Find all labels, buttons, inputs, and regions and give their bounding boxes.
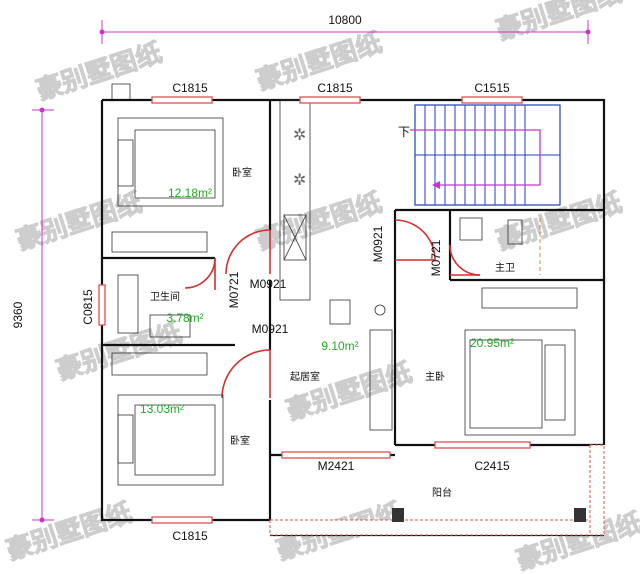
svg-text:C1515: C1515 [474, 81, 510, 95]
svg-text:M0921: M0921 [252, 322, 289, 336]
svg-text:起居室: 起居室 [290, 370, 320, 383]
svg-text:M0721: M0721 [227, 271, 241, 308]
svg-text:主卫: 主卫 [495, 262, 515, 274]
room-master-bedroom: 主卧 20.95m² [425, 336, 514, 383]
interior-walls [102, 99, 604, 455]
svg-text:阳台: 阳台 [432, 486, 452, 499]
svg-text:卧室: 卧室 [230, 434, 250, 447]
height-label: 9360 [11, 301, 25, 328]
room-balcony: 阳台 [432, 486, 452, 499]
svg-text:豪别墅图纸: 豪别墅图纸 [493, 0, 626, 47]
balcony [269, 444, 605, 536]
svg-text:卫生间: 卫生间 [150, 290, 180, 303]
plant-icons: ✲ ✲ [283, 125, 306, 261]
svg-text:✲: ✲ [293, 125, 306, 144]
svg-text:豪别墅图纸: 豪别墅图纸 [33, 37, 166, 107]
svg-text:豪别墅图纸: 豪别墅图纸 [13, 187, 146, 257]
door-bathroom: M0721 [184, 257, 241, 308]
svg-text:卧室: 卧室 [232, 166, 252, 179]
svg-text:C2415: C2415 [474, 459, 510, 473]
svg-text:豪别墅图纸: 豪别墅图纸 [53, 317, 186, 387]
svg-text:豪别墅图纸: 豪别墅图纸 [3, 497, 136, 567]
door-balcony: M2421 [281, 451, 391, 473]
room-master-bath: 主卫 [495, 262, 515, 274]
door-bedroom-top: M0921 [225, 229, 287, 291]
door-bedroom-bottom: M0921 [221, 322, 289, 399]
door-master-bath: M0721 [429, 239, 481, 276]
svg-text:C0815: C0815 [81, 289, 95, 325]
svg-text:C1815: C1815 [317, 81, 353, 95]
bed-bottom [111, 352, 224, 486]
svg-text:C1815: C1815 [172, 529, 208, 543]
living-furniture [329, 299, 393, 431]
window-top-middle: C1815 [299, 81, 361, 104]
svg-text:3.78m²: 3.78m² [166, 311, 203, 325]
svg-text:✲: ✲ [293, 170, 306, 189]
width-label: 10800 [328, 13, 362, 27]
window-bottom-left: C1815 [151, 516, 213, 543]
dimension-width: 10800 [99, 13, 591, 44]
svg-text:9.10m²: 9.10m² [321, 339, 358, 353]
svg-text:M0921: M0921 [371, 225, 385, 262]
bed-master [464, 287, 578, 436]
staircase: 下 [398, 104, 561, 206]
room-bathroom: 卫生间 3.78m² [150, 290, 204, 325]
svg-text:13.03m²: 13.03m² [140, 402, 184, 416]
door-master-bedroom: M0921 [371, 219, 436, 262]
dimension-height: 9360 [11, 107, 54, 523]
svg-text:M0921: M0921 [250, 277, 287, 291]
room-bedroom-top: 卧室 12.18m² [168, 166, 252, 200]
bath-fixtures [117, 217, 541, 338]
window-left-side: C0815 [81, 284, 106, 326]
window-top-left: C1815 [151, 81, 213, 104]
window-top-right: C1515 [461, 81, 523, 104]
window-balcony: C2415 [434, 441, 531, 473]
svg-text:豪别墅图纸: 豪别墅图纸 [253, 187, 386, 257]
svg-text:20.95m²: 20.95m² [470, 336, 514, 350]
svg-text:12.18m²: 12.18m² [168, 186, 212, 200]
svg-text:C1815: C1815 [172, 81, 208, 95]
svg-text:主卧: 主卧 [425, 370, 445, 383]
svg-text:M0721: M0721 [429, 239, 443, 276]
svg-text:豪别墅图纸: 豪别墅图纸 [493, 187, 626, 257]
room-bedroom-bottom: 卧室 13.03m² [140, 402, 250, 447]
stair-direction-label: 下 [398, 125, 410, 139]
bed-top [111, 117, 224, 253]
room-living: 起居室 9.10m² [290, 339, 359, 383]
svg-text:M2421: M2421 [318, 459, 355, 473]
